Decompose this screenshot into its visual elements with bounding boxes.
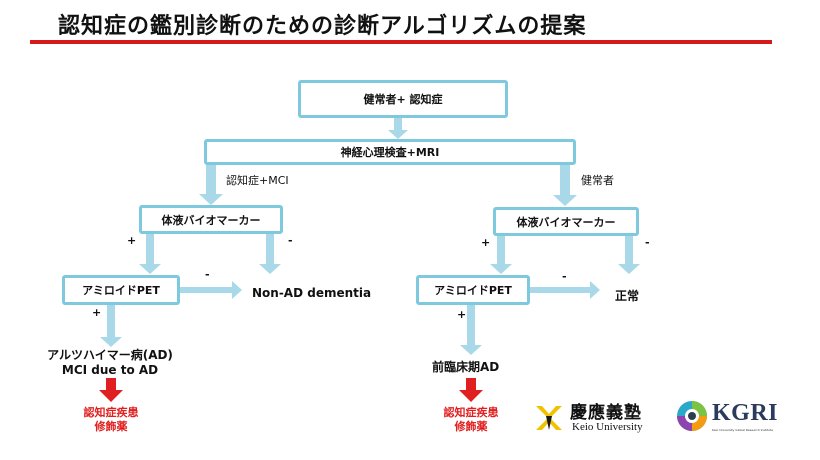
- arrow-bio-right-plus: [490, 236, 512, 274]
- kgri-logo: KGRI Keio University Global Research Ins…: [676, 398, 786, 438]
- node-amyloid-pet-left: アミロイドPET: [62, 275, 180, 305]
- red-arrow-left: [99, 378, 123, 402]
- outcome-normal: 正常: [615, 289, 640, 303]
- node-biomarker-right: 体液バイオマーカー: [493, 207, 639, 236]
- node-biomarker-left: 体液バイオマーカー: [139, 205, 283, 234]
- outcome-alzheimers-line2: MCI due to AD: [61, 363, 159, 377]
- kgri-name: KGRI: [712, 400, 779, 426]
- therapy-right: 認知症疾患 修飾薬: [430, 406, 512, 434]
- kgri-globe-icon: [677, 401, 707, 431]
- arrow-bio-right-minus: [618, 236, 640, 274]
- therapy-left-line1: 認知症疾患: [83, 406, 139, 419]
- sign-minus-pet-right: -: [562, 270, 567, 283]
- outcome-non-ad-dementia: Non-AD dementia: [252, 286, 372, 300]
- arrow-exam-to-bio-right: [553, 164, 577, 206]
- sign-minus-bio-left: -: [288, 234, 293, 247]
- sign-plus-pet-left: +: [92, 306, 102, 319]
- node-neuropsych-mri: 神経心理検査+MRI: [204, 139, 576, 165]
- title-underline: [30, 40, 772, 44]
- page-title: 認知症の鑑別診断のための診断アルゴリズムの提案: [58, 14, 587, 39]
- node-amyloid-pet-right: アミロイドPET: [416, 275, 530, 305]
- therapy-left: 認知症疾患 修飾薬: [70, 406, 152, 434]
- therapy-right-line1: 認知症疾患: [443, 406, 499, 419]
- sign-plus-bio-left: +: [127, 234, 137, 247]
- keio-name-en: Keio University: [572, 421, 643, 433]
- sign-plus-bio-right: +: [481, 236, 491, 249]
- red-arrow-right: [459, 378, 483, 402]
- node-healthy-and-dementia: 健常者+ 認知症: [298, 80, 508, 118]
- outcome-alzheimers: アルツハイマー病(AD) MCI due to AD: [30, 348, 190, 378]
- keio-name-jp: 慶應義塾: [570, 403, 642, 423]
- kgri-subtitle: Keio University Global Research Institut…: [712, 428, 774, 432]
- arrow-bio-left-minus: [259, 234, 281, 274]
- sign-minus-pet-left: -: [205, 268, 210, 281]
- arrow-pet-right-minus: [530, 281, 600, 299]
- therapy-right-line2: 修飾薬: [454, 420, 488, 433]
- sign-minus-bio-right: -: [645, 236, 650, 249]
- label-dementia-mci: 認知症+MCI: [226, 174, 289, 187]
- arrow-pet-left-minus: [180, 281, 242, 299]
- therapy-left-line2: 修飾薬: [94, 420, 128, 433]
- sign-plus-pet-right: +: [457, 308, 467, 321]
- arrow-top-to-exam: [388, 118, 408, 139]
- arrow-bio-left-plus: [139, 234, 161, 274]
- arrow-pet-right-plus: [460, 305, 482, 355]
- keio-pen-icon: [536, 406, 562, 430]
- keio-logo: 慶應義塾 Keio University: [534, 396, 662, 436]
- label-healthy: 健常者: [581, 174, 614, 187]
- arrow-pet-left-plus: [100, 305, 122, 347]
- outcome-preclinical-ad: 前臨床期AD: [432, 360, 500, 374]
- outcome-alzheimers-line1: アルツハイマー病(AD): [47, 348, 173, 362]
- arrow-exam-to-bio-left: [199, 164, 223, 205]
